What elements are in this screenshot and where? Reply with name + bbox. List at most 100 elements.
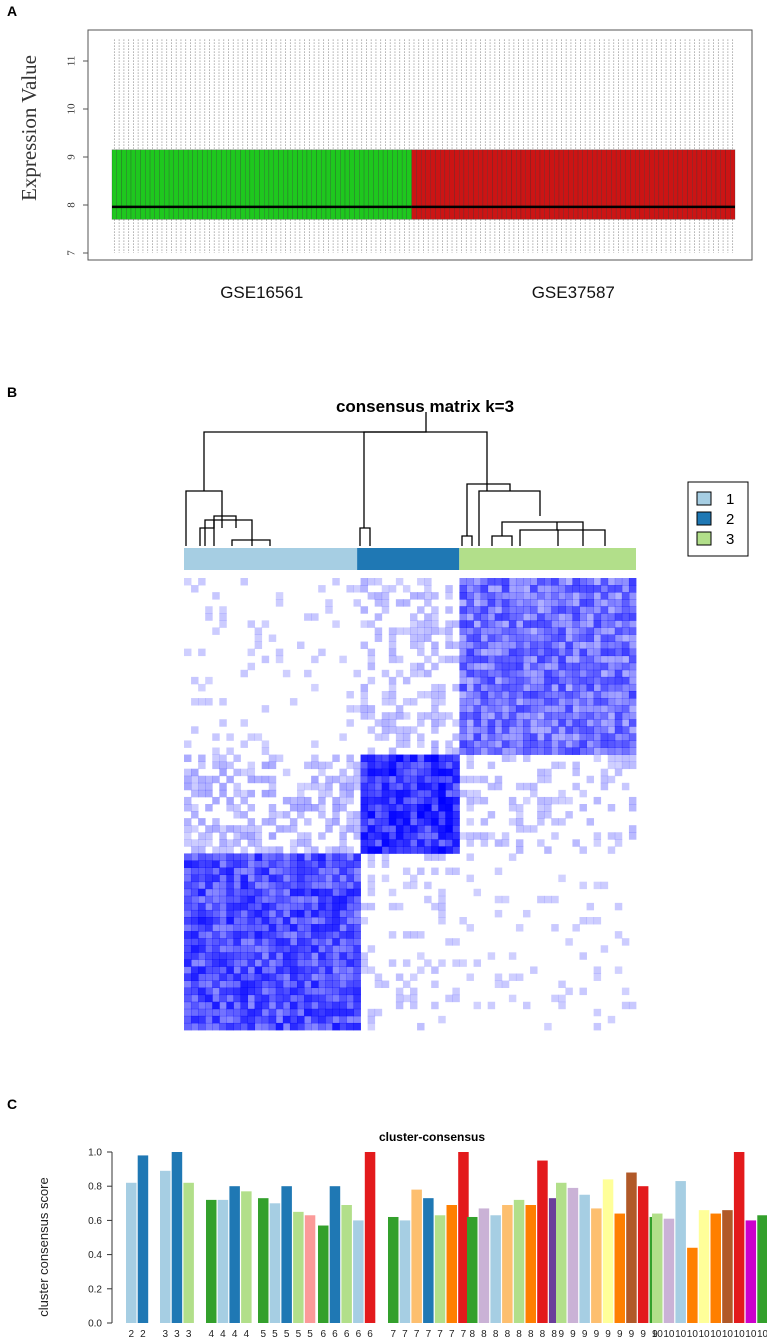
matrix-cell	[311, 931, 319, 939]
matrix-cell	[346, 1001, 354, 1010]
sample-box	[168, 149, 174, 220]
matrix-cell	[191, 768, 199, 777]
x-tick-label: 5	[272, 1329, 278, 1339]
matrix-cell	[452, 825, 460, 833]
matrix-cell	[438, 768, 446, 777]
matrix-cell	[544, 620, 552, 628]
matrix-cell	[325, 1015, 333, 1024]
matrix-cell	[501, 655, 510, 664]
matrix-cell	[254, 733, 263, 741]
matrix-cell	[289, 874, 298, 883]
matrix-cell	[551, 578, 559, 586]
matrix-cell	[402, 676, 411, 685]
sample-box	[173, 149, 179, 220]
matrix-cell	[184, 952, 192, 960]
x-tick-label: 6	[320, 1329, 326, 1339]
matrix-cell	[275, 945, 284, 953]
matrix-cell	[254, 931, 263, 939]
matrix-cell	[275, 895, 284, 904]
matrix-cell	[297, 973, 305, 981]
matrix-cell	[551, 719, 559, 727]
bar-k10-3	[675, 1181, 686, 1323]
matrix-cell	[551, 924, 559, 932]
matrix-cell	[388, 825, 397, 833]
matrix-cell	[395, 846, 404, 854]
matrix-cell	[607, 775, 616, 784]
matrix-cell	[304, 973, 312, 981]
matrix-cell	[480, 634, 489, 642]
matrix-cell	[424, 627, 432, 635]
bar-k7-3	[411, 1189, 422, 1323]
matrix-cell	[487, 599, 496, 607]
matrix-cell	[551, 994, 559, 1003]
sample-box	[658, 149, 664, 220]
matrix-cell	[593, 966, 602, 974]
matrix-cell	[508, 994, 517, 1003]
matrix-cell	[212, 775, 220, 784]
matrix-cell	[198, 818, 206, 826]
x-tick-label: 9	[570, 1329, 576, 1339]
matrix-cell	[558, 634, 566, 642]
matrix-cell	[212, 825, 220, 833]
matrix-cell	[332, 980, 340, 989]
matrix-cell	[459, 789, 467, 798]
matrix-cell	[508, 648, 517, 657]
matrix-cell	[593, 683, 602, 692]
matrix-cell	[297, 888, 305, 897]
matrix-cell	[304, 874, 312, 883]
matrix-cell	[360, 832, 369, 840]
matrix-cell	[240, 902, 248, 911]
matrix-cell	[311, 945, 319, 953]
matrix-cell	[410, 669, 418, 678]
matrix-cell	[367, 648, 376, 657]
matrix-cell	[572, 592, 580, 600]
sample-box	[506, 149, 512, 220]
matrix-cell	[593, 585, 602, 593]
matrix-cell	[205, 902, 213, 911]
panel-label-b: B	[7, 384, 18, 400]
y-tick-label: 0.6	[88, 1216, 102, 1227]
barchart-bars	[126, 1152, 767, 1323]
matrix-cell	[360, 698, 369, 706]
matrix-cell	[431, 804, 439, 812]
matrix-cell	[508, 683, 517, 692]
matrix-cell	[205, 789, 213, 798]
matrix-cell	[424, 839, 432, 847]
matrix-cell	[332, 1001, 340, 1010]
matrix-cell	[487, 719, 496, 727]
matrix-cell	[431, 726, 439, 734]
matrix-cell	[424, 811, 432, 819]
matrix-cell	[565, 726, 573, 734]
matrix-cell	[452, 959, 460, 967]
matrix-cell	[212, 874, 220, 883]
matrix-cell	[402, 804, 411, 812]
matrix-cell	[508, 627, 517, 635]
matrix-cell	[318, 1001, 326, 1010]
matrix-cell	[417, 606, 425, 614]
matrix-cell	[304, 924, 312, 932]
matrix-cell	[572, 726, 580, 734]
matrix-cell	[212, 895, 220, 904]
matrix-cell	[424, 669, 432, 678]
matrix-cell	[572, 634, 580, 642]
matrix-cell	[558, 641, 566, 650]
matrix-cell	[473, 627, 482, 635]
matrix-cell	[508, 973, 517, 981]
matrix-cell	[572, 641, 580, 650]
matrix-cell	[275, 938, 284, 946]
matrix-cell	[600, 606, 609, 614]
matrix-cell	[558, 683, 566, 692]
matrix-cell	[494, 627, 503, 635]
matrix-cell	[275, 1015, 284, 1024]
matrix-cell	[544, 613, 552, 621]
bar-k4-3	[229, 1186, 240, 1323]
matrix-cell	[261, 867, 270, 876]
sample-box	[592, 149, 598, 220]
matrix-cell	[318, 648, 326, 657]
matrix-cell	[184, 754, 192, 763]
matrix-cell	[261, 705, 270, 713]
matrix-cell	[487, 726, 496, 734]
bar-k10-7	[722, 1210, 733, 1323]
sample-box	[278, 149, 284, 220]
matrix-cell	[501, 740, 510, 748]
